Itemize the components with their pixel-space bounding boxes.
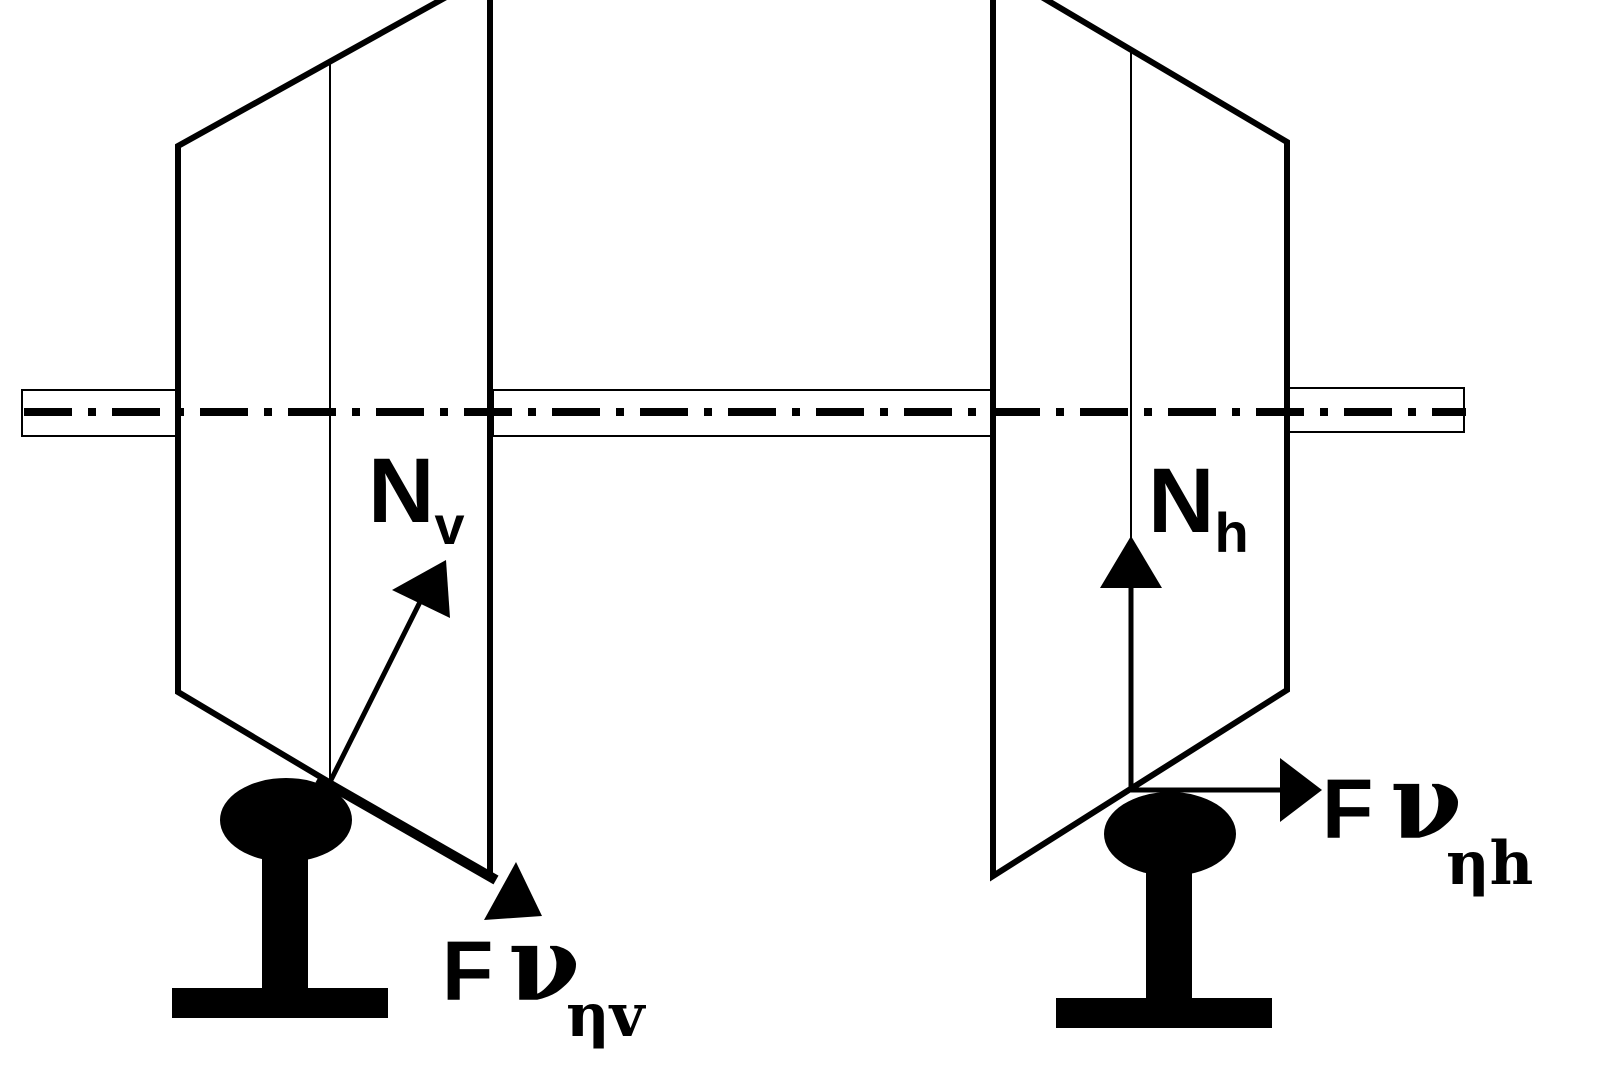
left-flange-contact-edge bbox=[315, 773, 499, 885]
right-friction-label-main: F bbox=[1322, 762, 1373, 856]
right-friction-label-sub: ηh bbox=[1446, 829, 1533, 899]
right-rail-foot bbox=[1056, 998, 1272, 1028]
left-friction-label: F bbox=[442, 924, 493, 1018]
right-normal-label-sub: h bbox=[1214, 501, 1248, 564]
right-friction-force-arrow bbox=[1131, 758, 1322, 822]
right-rail-web bbox=[1146, 860, 1192, 1010]
left-normal-label: Nv bbox=[368, 440, 465, 556]
left-friction-label-sub: ηv bbox=[566, 981, 647, 1051]
left-normal-force-arrow bbox=[327, 560, 450, 784]
left-rail-head bbox=[220, 778, 352, 862]
right-rail bbox=[1056, 792, 1272, 1028]
left-friction-label-greek: ν bbox=[508, 902, 580, 1025]
left-wheel bbox=[175, 0, 499, 885]
right-normal-label-main: N bbox=[1148, 450, 1214, 552]
left-rail bbox=[172, 778, 388, 1018]
right-normal-label: Nh bbox=[1148, 450, 1249, 564]
right-normal-force-arrow bbox=[1100, 536, 1162, 790]
left-friction-label-main: F bbox=[442, 924, 493, 1018]
right-friction-label-greek: ν bbox=[1390, 740, 1462, 863]
right-rail-head bbox=[1104, 792, 1236, 876]
left-rail-foot bbox=[172, 988, 388, 1018]
left-normal-label-main: N bbox=[368, 440, 434, 542]
right-wheel bbox=[990, 0, 1290, 882]
left-rail-web bbox=[262, 850, 308, 1000]
left-friction-force-arrow bbox=[484, 862, 542, 920]
left-normal-label-sub: v bbox=[434, 496, 464, 556]
right-friction-label: F bbox=[1322, 762, 1373, 856]
